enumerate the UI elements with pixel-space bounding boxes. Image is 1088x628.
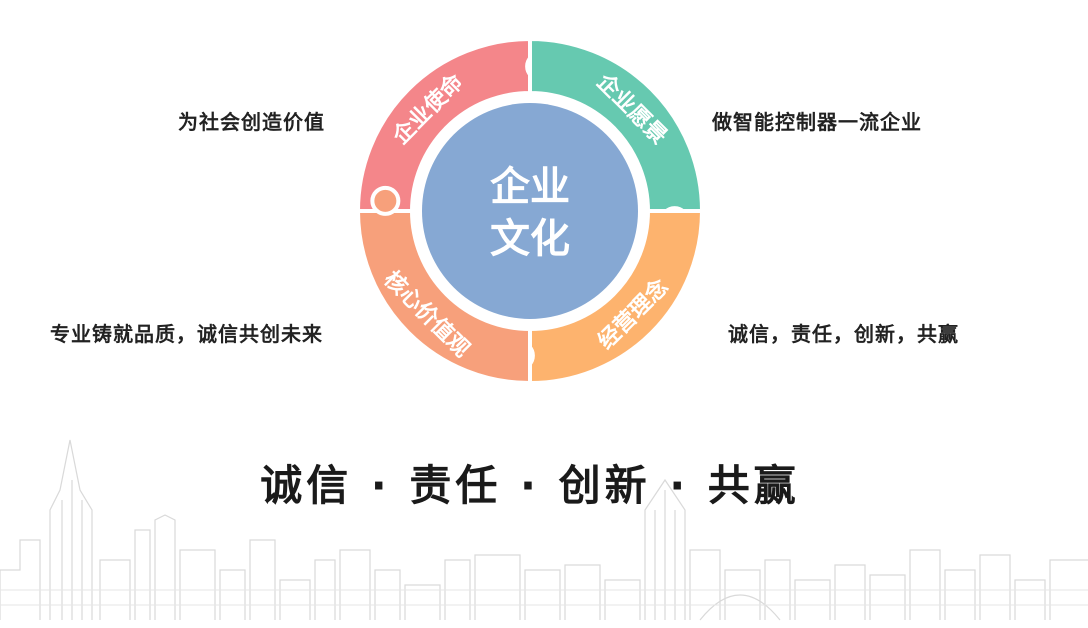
vision-description: 做智能控制器一流企业	[712, 106, 922, 135]
center-title-line1: 企业	[490, 164, 570, 210]
puzzle-knob-values	[372, 188, 398, 214]
center-title-line2: 文化	[490, 216, 570, 262]
philosophy-description: 诚信，责任，创新，共赢	[728, 318, 959, 347]
values-description: 专业铸就品质，诚信共创未来	[50, 318, 323, 347]
mission-description: 为社会创造价值	[178, 106, 325, 135]
slogan: 诚信 · 责任 · 创新 · 共赢	[0, 452, 1060, 513]
culture-diagram: 企业 文化 企业使命企业愿景经营理念核心价值观	[0, 0, 1088, 420]
center-circle	[422, 103, 638, 319]
